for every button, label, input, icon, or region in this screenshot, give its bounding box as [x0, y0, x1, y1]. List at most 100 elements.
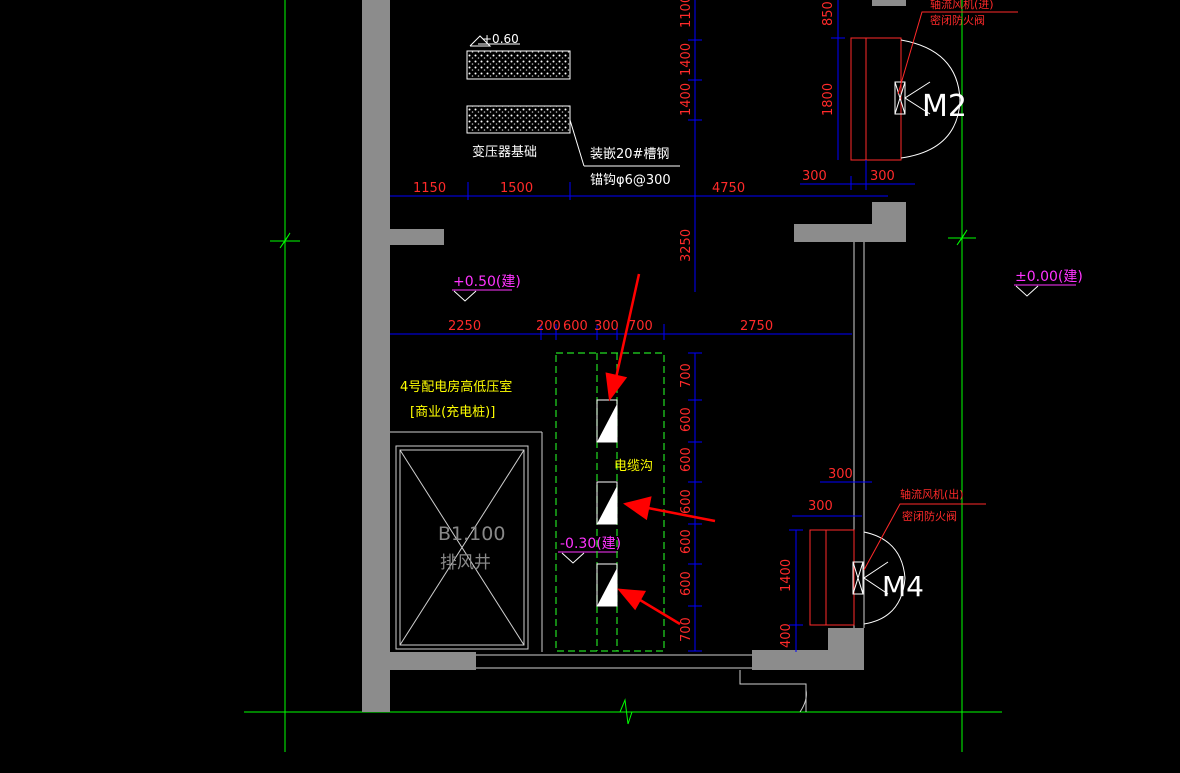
wall-stub-left — [390, 229, 444, 245]
dim-m4-300-top: 300 — [828, 467, 853, 482]
dim-right-600a: 600 — [679, 407, 694, 432]
dim-m2-1800: 1800 — [821, 83, 836, 116]
elevation-mark-060: +0.60 — [469, 32, 520, 47]
wall-top-right — [872, 0, 906, 6]
fan-top-leader-line — [897, 11, 1018, 95]
fan-bottom-leader-line — [863, 503, 986, 571]
wall-left — [362, 0, 390, 712]
dim-vertical-1400a: 1400 — [679, 43, 694, 76]
dim-right-600d: 600 — [679, 529, 694, 554]
door-m2-frame — [850, 37, 902, 161]
dim-top-4750: 4750 — [712, 181, 745, 196]
axis-break-bottom — [612, 698, 640, 725]
dim-m4-400: 400 — [779, 623, 794, 648]
foundation-leader — [569, 119, 585, 167]
dimension-door-m2 — [800, 0, 915, 190]
dim-second-2250: 2250 — [448, 319, 481, 334]
elevation-triangle-060 — [469, 35, 492, 47]
wall-pillar-br — [828, 628, 864, 670]
door-m2-arrow — [904, 81, 931, 115]
fan-top-label-2: 密闭防火阀 — [930, 13, 985, 27]
exhaust-shaft — [395, 445, 529, 650]
dim-right-600b: 600 — [679, 447, 694, 472]
trench-openings — [596, 399, 618, 607]
dimension-vertical-mid — [688, 0, 702, 292]
dim-m2-300b: 300 — [870, 169, 895, 184]
arrow-2-head — [623, 496, 652, 521]
dim-right-700b: 700 — [679, 617, 694, 642]
walls — [362, 0, 906, 712]
dimension-row-second — [390, 324, 852, 340]
dim-top-1150: 1150 — [413, 181, 446, 196]
dim-second-600: 600 — [563, 319, 588, 334]
foundation-slab-top — [466, 50, 571, 80]
axis-break-left — [270, 232, 300, 249]
elevation-mark-030: -0.30(建) — [558, 536, 621, 564]
elevation-050: +0.50(建) — [453, 274, 521, 290]
door-m4-damper-x2 — [852, 561, 864, 595]
door-m2-swing-b — [900, 99, 961, 159]
dim-vertical-3250: 3250 — [679, 229, 694, 262]
wall-bottom-right — [752, 650, 838, 670]
elevation-000: ±0.00(建) — [1015, 269, 1083, 285]
axis-lines — [244, 0, 1002, 752]
fan-top-leader — [897, 11, 1018, 95]
channel-label: 装嵌20#槽钢 — [590, 147, 669, 162]
door-m4-swing-a — [863, 531, 906, 579]
door-m2 — [850, 37, 961, 161]
dim-second-300: 300 — [594, 319, 619, 334]
door-m4-swing-b — [863, 577, 906, 625]
door-m4-label: M4 — [882, 570, 924, 603]
elevation-triangle-050 — [453, 290, 477, 302]
arrow-1-head — [605, 372, 628, 402]
trench-opening-3-fill — [597, 568, 617, 606]
arrow-2-shaft — [647, 506, 716, 523]
door-m2-swing-a — [900, 39, 961, 101]
fan-top-label-1: 轴流风机(进) — [930, 0, 994, 11]
dim-vertical-1400b: 1400 — [679, 83, 694, 116]
door-m2-damper-x2 — [894, 81, 906, 115]
outline-arc — [799, 689, 807, 713]
axis-break-right — [948, 229, 976, 246]
dimension-vertical-right — [688, 352, 702, 652]
dim-second-700: 700 — [628, 319, 653, 334]
wall-bottom-left — [390, 652, 476, 670]
arrow-3-shaft — [639, 598, 681, 626]
elevation-mark-050: +0.50(建) — [452, 274, 521, 302]
cable-trench-outer — [555, 352, 665, 652]
dim-right-600c: 600 — [679, 489, 694, 514]
door-m4 — [809, 529, 906, 626]
foundation-slab-bottom — [466, 105, 571, 134]
dim-top-1500: 1500 — [500, 181, 533, 196]
dimension-door-m4 — [789, 481, 872, 652]
door-m4-frame — [809, 529, 855, 626]
fan-bottom-label-2: 密闭防火阀 — [902, 509, 957, 523]
room-label-1: 4号配电房高低压室 — [400, 379, 512, 395]
arrow-1-shaft — [614, 273, 641, 379]
door-m2-label: M2 — [922, 89, 967, 124]
dim-second-200: 200 — [536, 319, 561, 334]
elevation-triangle-000 — [1015, 285, 1039, 297]
elevation-mark-000: ±0.00(建) — [1014, 269, 1083, 297]
shaft-box — [395, 445, 529, 650]
wall-stub-right — [794, 224, 906, 242]
dim-vertical-1100: 1100 — [679, 0, 694, 28]
wall-right-upper — [872, 202, 906, 226]
annotation-arrows — [605, 273, 716, 626]
foundation-label: 变压器基础 — [472, 144, 537, 160]
door-m4-arrow — [863, 561, 889, 595]
dim-m4-300-left: 300 — [808, 499, 833, 514]
dim-right-600e: 600 — [679, 571, 694, 596]
dim-m2-850: 850 — [821, 1, 836, 26]
fan-bottom-leader — [863, 503, 986, 571]
arrow-3-head — [617, 588, 647, 611]
outline-step — [739, 670, 807, 712]
trench-label: 电缆沟 — [614, 458, 653, 474]
transformer-foundation — [466, 50, 680, 167]
shaft-label-1: B1.100 — [438, 523, 505, 545]
dim-m2-300a: 300 — [802, 169, 827, 184]
trench-opening-2-fill — [597, 486, 617, 524]
shaft-x-2 — [399, 449, 525, 646]
room-label-2: [商业(充电桩)] — [410, 404, 495, 420]
